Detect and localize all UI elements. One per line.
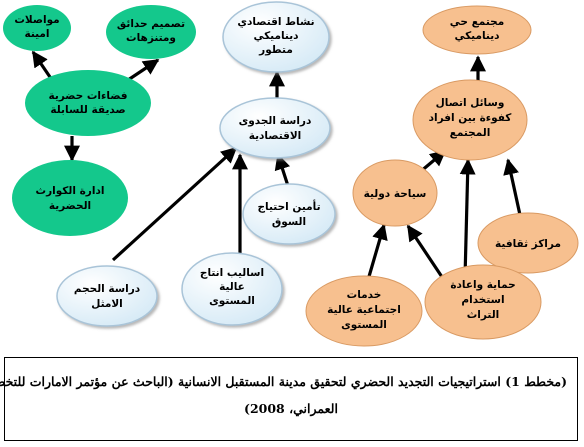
caption-line-1: (مخطط 1) استراتيجيات التجديد الحضري لتحق…	[0, 374, 567, 389]
svg-text:سياحة دولية: سياحة دولية	[364, 188, 427, 200]
svg-text:مراكز ثقافية: مراكز ثقافية	[495, 238, 561, 250]
arrow-optimal-to-feasibility	[111, 146, 238, 262]
arrow-spaces-to-parks	[127, 58, 160, 82]
arrow-spaces-to-links	[31, 50, 54, 81]
orange-node-international-tourism: سياحة دولية	[352, 159, 438, 227]
arrow-heritage-to-tourism	[406, 224, 448, 284]
figure-caption: (مخطط 1) استراتيجيات التجديد الحضري لتحق…	[0, 357, 578, 441]
arrow-market-to-feasibility	[274, 153, 291, 187]
arrows	[31, 50, 522, 284]
arrow-services-to-tourism	[366, 223, 388, 281]
arrow-heritage-to-communication	[459, 158, 476, 279]
orange-node-cultural-centers: مراكز ثقافية	[477, 212, 579, 274]
caption-line-2: العمراني، 2008)	[244, 401, 338, 416]
arrow-cultural-to-communication	[503, 158, 522, 216]
